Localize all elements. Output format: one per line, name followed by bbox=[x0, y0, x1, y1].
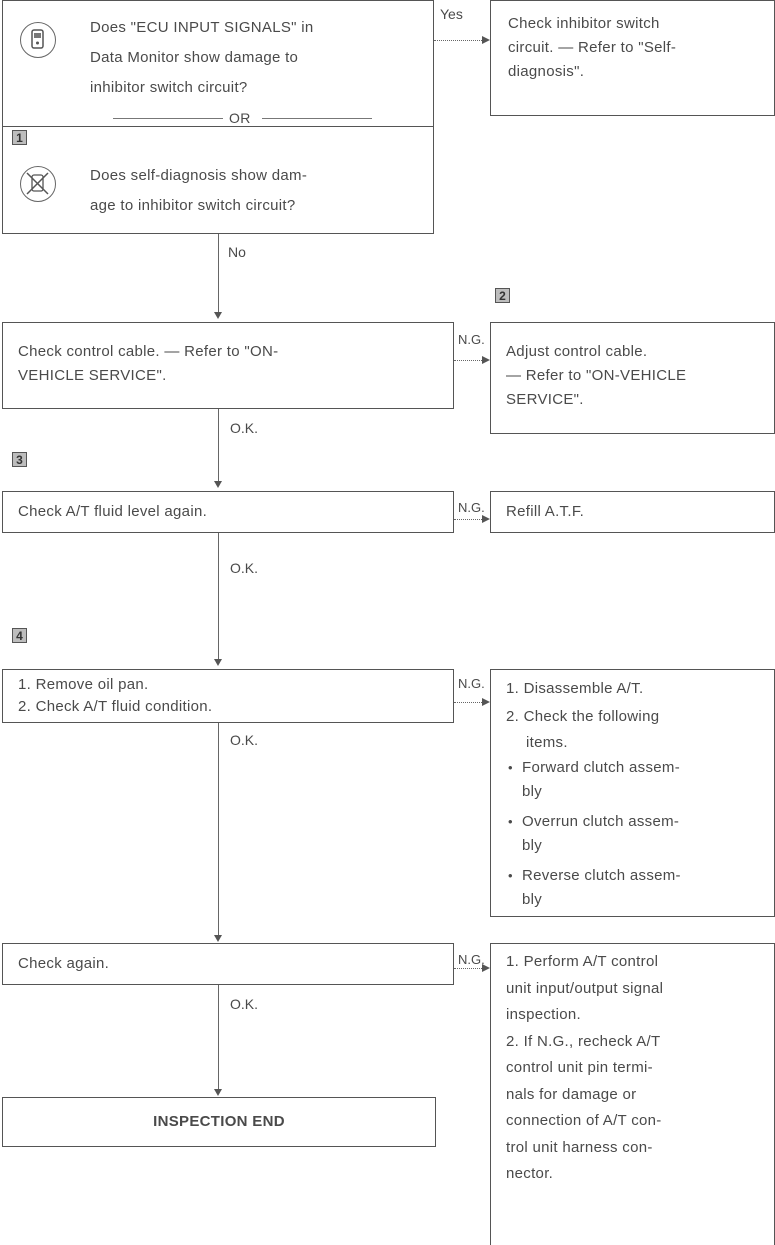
no-connector bbox=[218, 234, 219, 314]
question-line-1: Does "ECU INPUT SIGNALS" in bbox=[90, 19, 314, 36]
check-inhibitor-box bbox=[490, 0, 775, 116]
yes-connector bbox=[434, 40, 482, 41]
overrun-clutch-item: Overrun clutch assem- bly bbox=[522, 813, 680, 854]
ng-connector-1 bbox=[454, 360, 482, 361]
bullet-icon: • bbox=[508, 814, 513, 829]
disassemble-line-1: 1. Disassemble A/T. bbox=[506, 680, 644, 697]
remove-pan-box bbox=[2, 669, 454, 723]
yes-label: Yes bbox=[440, 6, 463, 22]
or-label: OR bbox=[229, 110, 251, 126]
check-cable-text: Check control cable. — Refer to "ON- VEH… bbox=[18, 343, 279, 384]
no-label: No bbox=[228, 244, 246, 260]
question-line-5: age to inhibitor switch circuit? bbox=[90, 197, 296, 214]
question-line-3: inhibitor switch circuit? bbox=[90, 79, 248, 96]
bullet-icon: • bbox=[508, 868, 513, 883]
disassemble-line-2: 2. Check the following bbox=[506, 708, 660, 725]
step-marker-2: 2 bbox=[495, 288, 510, 303]
no-arrow bbox=[214, 312, 222, 319]
ng-arrow-1 bbox=[482, 356, 490, 364]
step-marker-3: 3 bbox=[12, 452, 27, 467]
ok-arrow-1 bbox=[214, 481, 222, 488]
adjust-cable-text: Adjust control cable. — Refer to "ON-VEH… bbox=[506, 343, 687, 408]
ok-label-2: O.K. bbox=[230, 560, 259, 576]
disassemble-line-3: items. bbox=[526, 734, 568, 751]
adjust-cable-box bbox=[490, 322, 775, 434]
check-inhibitor-text: Check inhibitor switch circuit. — Refer … bbox=[508, 15, 677, 80]
forward-clutch-item: Forward clutch assem- bly bbox=[522, 759, 681, 800]
ok-arrow-3 bbox=[214, 935, 222, 942]
check-fluid-box bbox=[2, 491, 454, 533]
refill-text: Refill A.T.F. bbox=[506, 503, 585, 520]
ng-connector-2 bbox=[454, 519, 482, 520]
ng-label-1: N.G. bbox=[458, 332, 485, 347]
or-divider-left bbox=[113, 118, 223, 119]
reverse-clutch-item: Reverse clutch assem- bly bbox=[522, 867, 681, 908]
ng-label-3: N.G. bbox=[458, 676, 485, 691]
ng-arrow-3 bbox=[482, 698, 490, 706]
check-cable-box bbox=[2, 322, 454, 409]
section-divider bbox=[2, 126, 434, 127]
bullet-icon: • bbox=[508, 760, 513, 775]
ok-connector-3 bbox=[218, 723, 219, 937]
ok-connector-1 bbox=[218, 409, 219, 483]
ok-connector-2 bbox=[218, 533, 219, 661]
no-tools-icon bbox=[20, 166, 56, 202]
step-marker-1: 1 bbox=[12, 130, 27, 145]
ng-connector-3 bbox=[454, 702, 482, 703]
remove-pan-text: 1. Remove oil pan. 2. Check A/T fluid co… bbox=[18, 676, 213, 715]
ng-arrow-2 bbox=[482, 515, 490, 523]
ng-label-4: N.G. bbox=[458, 952, 485, 967]
ok-label-1: O.K. bbox=[230, 420, 259, 436]
ok-label-4: O.K. bbox=[230, 996, 259, 1012]
check-again-text: Check again. bbox=[18, 955, 110, 972]
inspection-end-text: INSPECTION END bbox=[153, 1113, 285, 1130]
step-marker-4: 4 bbox=[12, 628, 27, 643]
check-again-box bbox=[2, 943, 454, 985]
ok-label-3: O.K. bbox=[230, 732, 259, 748]
ok-connector-4 bbox=[218, 985, 219, 1091]
ok-arrow-2 bbox=[214, 659, 222, 666]
question-line-2: Data Monitor show damage to bbox=[90, 49, 299, 66]
refill-box bbox=[490, 491, 775, 533]
inspection-end-box bbox=[2, 1097, 436, 1147]
ng-label-2: N.G. bbox=[458, 500, 485, 515]
consult-device-icon bbox=[20, 22, 56, 58]
or-divider-right bbox=[262, 118, 372, 119]
ok-arrow-4 bbox=[214, 1089, 222, 1096]
check-fluid-text: Check A/T fluid level again. bbox=[18, 503, 208, 520]
yes-arrow bbox=[482, 36, 490, 44]
ng-connector-4 bbox=[454, 968, 482, 969]
question-line-4: Does self-diagnosis show dam- bbox=[90, 167, 308, 184]
question-box bbox=[2, 0, 434, 234]
perform-inspection-text: 1. Perform A/T control unit input/output… bbox=[506, 953, 664, 1182]
ng-arrow-4 bbox=[482, 964, 490, 972]
perform-inspection-box bbox=[490, 943, 775, 1245]
